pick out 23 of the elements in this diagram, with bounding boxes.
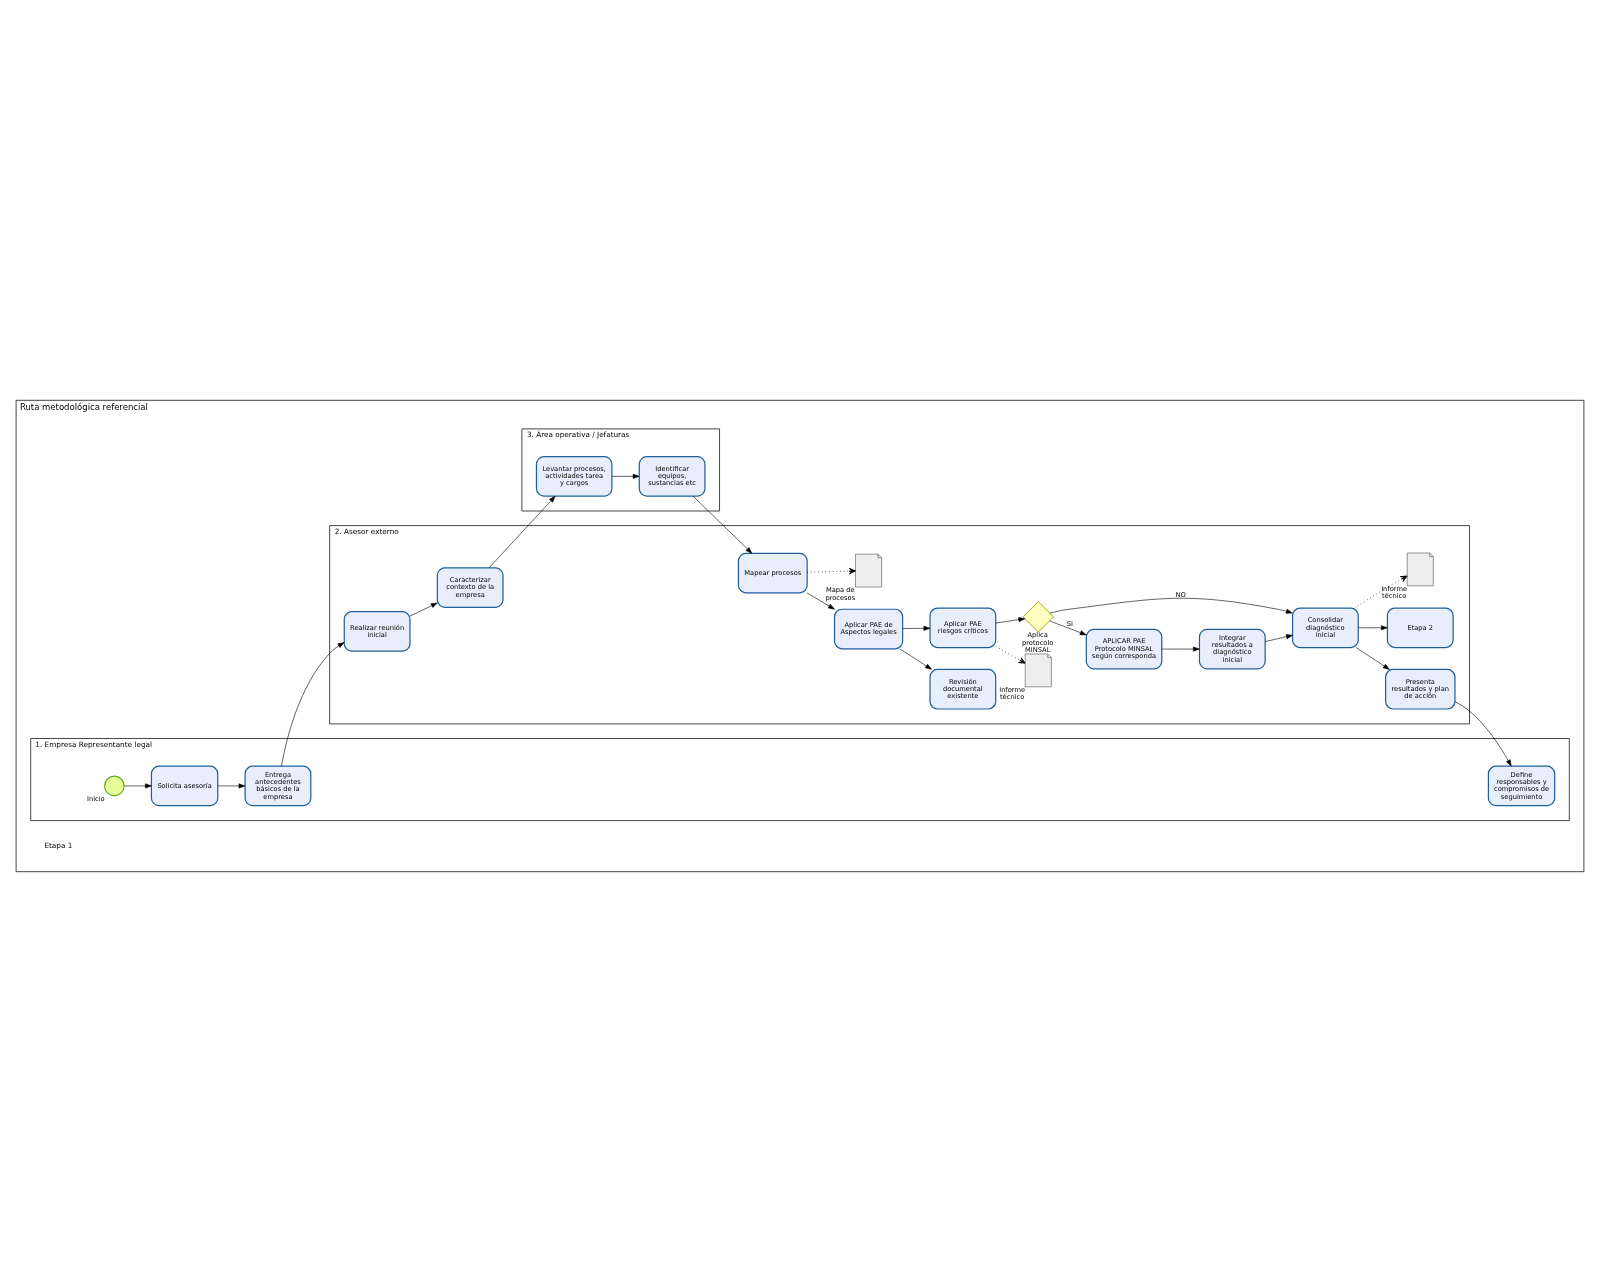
arrow [1049, 597, 1293, 614]
arrow [806, 567, 856, 574]
arrow [899, 648, 932, 670]
arrow [1355, 646, 1390, 670]
arrow [1358, 624, 1388, 630]
arrow [281, 641, 345, 766]
arrow [902, 625, 931, 631]
arrow [409, 602, 438, 616]
arrow [1049, 620, 1087, 635]
arrow [1161, 646, 1200, 651]
node-diamond [1022, 600, 1054, 632]
arrow [692, 495, 753, 554]
arrow [995, 616, 1026, 623]
arrow [1454, 700, 1512, 766]
arrow [1354, 575, 1408, 608]
arrow [488, 495, 556, 568]
arrow [806, 592, 835, 609]
arrow [123, 783, 152, 788]
node-circle [104, 775, 125, 796]
arrow [995, 645, 1026, 664]
arrow [611, 473, 640, 479]
arrow [1265, 633, 1293, 642]
arrow [217, 783, 246, 788]
